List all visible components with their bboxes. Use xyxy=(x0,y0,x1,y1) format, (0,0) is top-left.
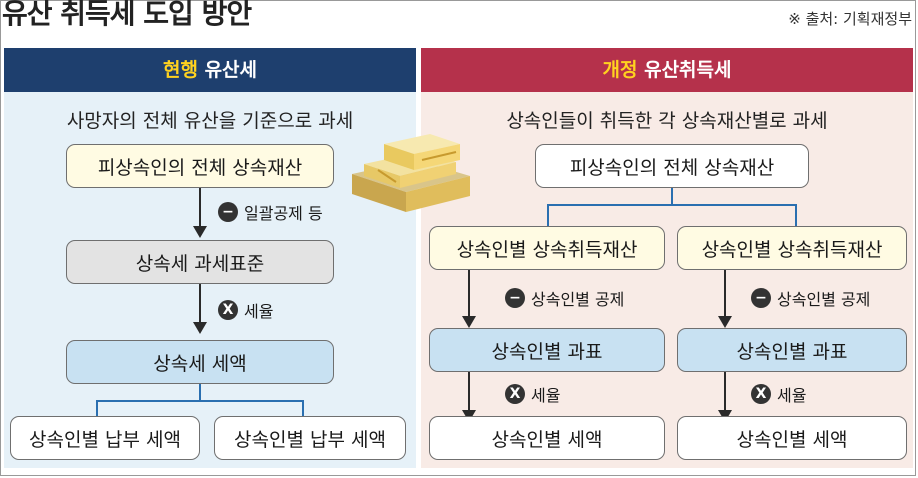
left-arrow-1 xyxy=(193,188,207,238)
right-a-arrow-1 xyxy=(462,270,476,328)
right-a-op-deduction: − 상속인별 공제 xyxy=(505,286,624,310)
left-connector-b xyxy=(302,400,304,416)
left-result-a-box: 상속인별 납부 세액 xyxy=(10,416,200,460)
left-tax-amount-box: 상속세 세액 xyxy=(66,340,334,384)
left-result-b-box: 상속인별 납부 세액 xyxy=(214,416,406,460)
multiply-icon: X xyxy=(505,384,525,404)
right-b-op-rate: X 세율 xyxy=(751,382,806,406)
left-connector-stem xyxy=(199,384,201,400)
left-op-deduction: − 일괄공제 등 xyxy=(218,200,323,224)
money-stack-icon xyxy=(344,130,474,220)
right-b-asset-box: 상속인별 상속취득재산 xyxy=(677,226,907,270)
right-b-base-box: 상속인별 과표 xyxy=(677,328,907,372)
right-b-op-rate-label: 세율 xyxy=(777,386,807,405)
minus-icon: − xyxy=(218,202,238,222)
source-note: ※ 출처: 기획재정부 xyxy=(788,10,912,28)
right-a-base-box: 상속인별 과표 xyxy=(429,328,665,372)
left-op-rate-label: 세율 xyxy=(244,302,274,321)
revised-system-header-highlight: 개정 xyxy=(602,59,638,81)
right-a-op-rate: X 세율 xyxy=(505,382,560,406)
revised-system-header: 개정 유산취득세 xyxy=(421,48,913,92)
current-system-header-text: 유산세 xyxy=(197,59,258,81)
right-connector-a xyxy=(547,204,549,226)
revised-system-subtitle: 상속인들이 취득한 각 상속재산별로 과세 xyxy=(506,110,828,132)
right-a-arrow-2 xyxy=(462,372,476,422)
right-a-tax-box: 상속인별 세액 xyxy=(429,416,665,460)
right-a-op-deduction-label: 상속인별 공제 xyxy=(531,290,625,309)
minus-icon: − xyxy=(505,288,525,308)
right-b-op-deduction-label: 상속인별 공제 xyxy=(777,290,871,309)
right-connector-b xyxy=(795,204,797,226)
current-system-header-highlight: 현행 xyxy=(162,59,198,81)
current-system-subtitle: 사망자의 전체 유산을 기준으로 과세 xyxy=(66,110,354,132)
left-total-estate-box: 피상속인의 전체 상속재산 xyxy=(66,144,334,188)
right-b-op-deduction: − 상속인별 공제 xyxy=(751,286,870,310)
left-connector-a xyxy=(96,400,98,416)
revised-system-panel: 개정 유산취득세 상속인들이 취득한 각 상속재산별로 과세 피상속인의 전체 … xyxy=(421,48,913,468)
left-connector-bar xyxy=(96,400,302,402)
right-a-asset-box: 상속인별 상속취득재산 xyxy=(429,226,665,270)
page-title: 유산 취득세 도입 방안 xyxy=(2,0,252,30)
right-connector-bar xyxy=(547,204,795,206)
minus-icon: − xyxy=(751,288,771,308)
left-tax-base-box: 상속세 과세표준 xyxy=(66,240,334,284)
multiply-icon: X xyxy=(751,384,771,404)
left-arrow-2 xyxy=(193,284,207,334)
current-system-panel: 현행 유산세 사망자의 전체 유산을 기준으로 과세 피상속인의 전체 상속재산… xyxy=(4,48,416,468)
right-connector-stem xyxy=(671,188,673,204)
left-op-deduction-label: 일괄공제 등 xyxy=(244,204,323,223)
left-op-rate: X 세율 xyxy=(218,298,273,322)
right-a-op-rate-label: 세율 xyxy=(531,386,561,405)
revised-system-header-text: 유산취득세 xyxy=(637,59,732,81)
right-b-arrow-1 xyxy=(718,270,732,328)
multiply-icon: X xyxy=(218,300,238,320)
current-system-header: 현행 유산세 xyxy=(4,48,416,92)
right-total-estate-box: 피상속인의 전체 상속재산 xyxy=(535,144,809,188)
right-b-arrow-2 xyxy=(718,372,732,422)
right-b-tax-box: 상속인별 세액 xyxy=(677,416,907,460)
